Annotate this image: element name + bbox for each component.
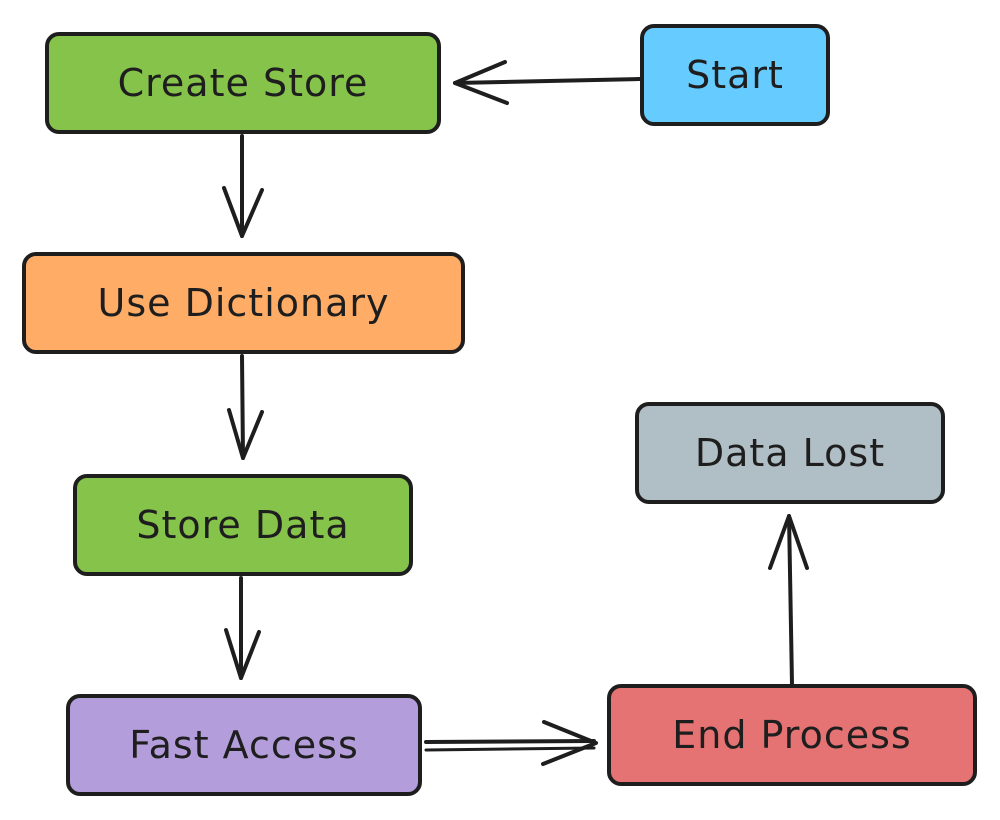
node-data-lost[interactable]: Data Lost	[635, 402, 945, 504]
edge-dictionary-to-storedata	[227, 354, 264, 460]
edge-create-to-dictionary	[222, 134, 264, 238]
node-use-dictionary[interactable]: Use Dictionary	[22, 252, 465, 354]
node-end-process[interactable]: End Process	[607, 684, 977, 786]
node-store-data[interactable]: Store Data	[73, 474, 413, 576]
node-create-store[interactable]: Create Store	[45, 32, 441, 134]
node-fast-access[interactable]: Fast Access	[66, 694, 422, 796]
node-start[interactable]: Start	[640, 24, 830, 126]
edge-endprocess-to-datalost	[768, 514, 809, 686]
edge-storedata-to-fastaccess	[224, 576, 261, 680]
edge-start-to-create	[453, 60, 642, 105]
edge-fastaccess-to-endprocess	[424, 720, 598, 766]
